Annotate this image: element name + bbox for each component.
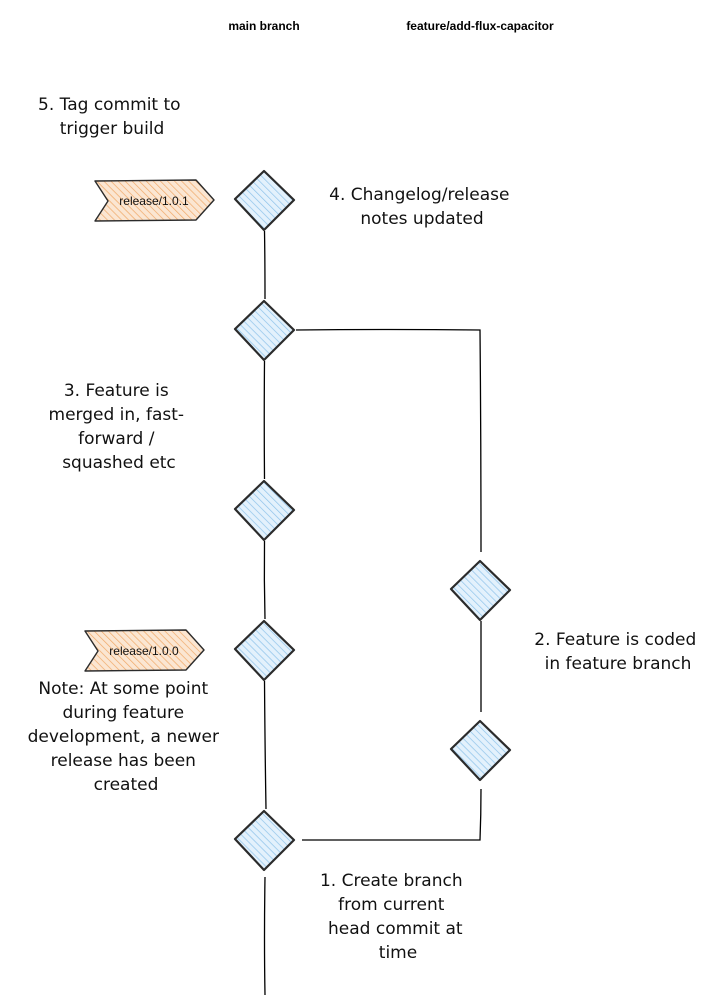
- commit-node-feature-1: [449, 559, 512, 622]
- note-step-2-line: 2. Feature is coded: [534, 630, 696, 650]
- note-step-2-line: in feature branch: [545, 654, 692, 674]
- feature-branch-line: [295, 328, 482, 841]
- release-tag-upper-label: release/1.0.1: [119, 194, 189, 208]
- feature-branch-header: feature/add-flux-capacitor: [406, 19, 554, 33]
- release-tag-upper: release/1.0.1: [94, 179, 215, 222]
- commit-node-main-1: [233, 169, 296, 232]
- note-step-3: 3. Feature is merged in, fast- forward /…: [49, 381, 190, 473]
- note-step-1-line: head commit at: [328, 919, 463, 939]
- commit-node-main-4: [233, 619, 296, 682]
- note-step-4-line: 4. Changelog/release: [329, 185, 509, 205]
- note-newer-release-line: Note: At some point: [38, 679, 208, 699]
- note-step-1-line: from current: [338, 895, 445, 915]
- note-newer-release-line: during feature: [62, 703, 184, 723]
- note-newer-release-line: created: [94, 775, 159, 795]
- main-branch-line: [263, 230, 267, 996]
- note-step-4: 4. Changelog/release notes updated: [329, 185, 515, 229]
- note-newer-release-line: development, a newer: [28, 727, 219, 747]
- note-step-3-line: forward /: [78, 429, 155, 449]
- note-step-3-line: 3. Feature is: [64, 381, 169, 401]
- note-step-2: 2. Feature is coded in feature branch: [534, 630, 701, 674]
- note-step-3-line: squashed etc: [62, 453, 176, 473]
- note-step-5: 5. Tag commit to trigger build: [38, 95, 186, 139]
- release-tag-lower-label: release/1.0.0: [109, 644, 179, 658]
- commit-node-main-5: [233, 809, 296, 872]
- note-step-1-line: time: [379, 943, 417, 963]
- note-newer-release-line: release has been: [51, 751, 196, 771]
- note-step-4-line: notes updated: [360, 209, 483, 229]
- note-step-5-line: trigger build: [60, 119, 165, 139]
- note-step-1: 1. Create branch from current head commi…: [320, 871, 468, 963]
- note-step-3-line: merged in, fast-: [49, 405, 185, 425]
- commit-node-feature-2: [449, 719, 512, 782]
- release-tag-lower: release/1.0.0: [84, 629, 205, 672]
- note-step-1-line: 1. Create branch: [320, 871, 463, 891]
- commit-node-main-2: [233, 299, 296, 362]
- commit-node-main-3: [233, 479, 296, 542]
- note-step-5-line: 5. Tag commit to: [38, 95, 181, 115]
- note-newer-release: Note: At some point during feature devel…: [28, 679, 225, 795]
- main-branch-header: main branch: [228, 19, 299, 33]
